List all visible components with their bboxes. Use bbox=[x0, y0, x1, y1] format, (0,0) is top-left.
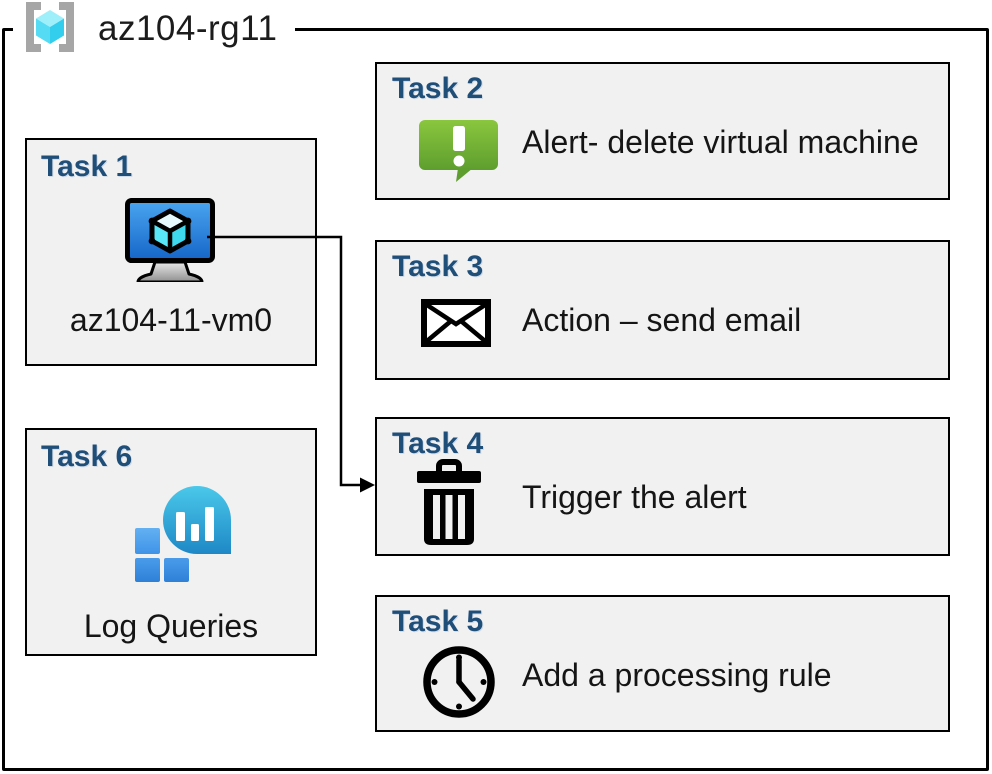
task4-description: Trigger the alert bbox=[522, 479, 747, 515]
task2-description: Alert- delete virtual machine bbox=[522, 124, 919, 160]
task1-box: Task 1 bbox=[25, 138, 317, 366]
trash-icon bbox=[417, 459, 481, 547]
task1-heading: Task 1 bbox=[41, 150, 133, 183]
task1-item-label: az104-11-vm0 bbox=[69, 302, 273, 338]
task5-heading: Task 5 bbox=[392, 605, 484, 638]
resource-group-boundary bbox=[2, 28, 989, 771]
email-icon bbox=[421, 299, 491, 347]
task3-box: Task 3 Action – send email bbox=[375, 240, 950, 380]
task4-box: Task 4 Trigger the alert bbox=[375, 417, 950, 556]
clock-icon bbox=[420, 643, 498, 721]
resource-group-name: az104-rg11 bbox=[98, 9, 278, 48]
task5-box: Task 5 Add a processing rule bbox=[375, 595, 950, 732]
log-queries-icon bbox=[135, 486, 235, 583]
task3-heading: Task 3 bbox=[392, 250, 484, 283]
virtual-machine-icon bbox=[125, 198, 215, 284]
task2-heading: Task 2 bbox=[392, 72, 484, 105]
task2-box: Task 2 Alert- delete virtual machine bbox=[375, 62, 950, 200]
resource-group-label: az104-rg11 bbox=[13, 1, 296, 58]
task6-item-label: Log Queries bbox=[83, 608, 259, 644]
alert-message-icon bbox=[419, 120, 499, 183]
task4-heading: Task 4 bbox=[392, 427, 484, 460]
task6-heading: Task 6 bbox=[41, 440, 133, 473]
task3-description: Action – send email bbox=[522, 302, 802, 338]
resource-group-icon bbox=[19, 1, 81, 58]
task5-description: Add a processing rule bbox=[522, 657, 832, 693]
task6-box: Task 6 bbox=[25, 428, 317, 656]
